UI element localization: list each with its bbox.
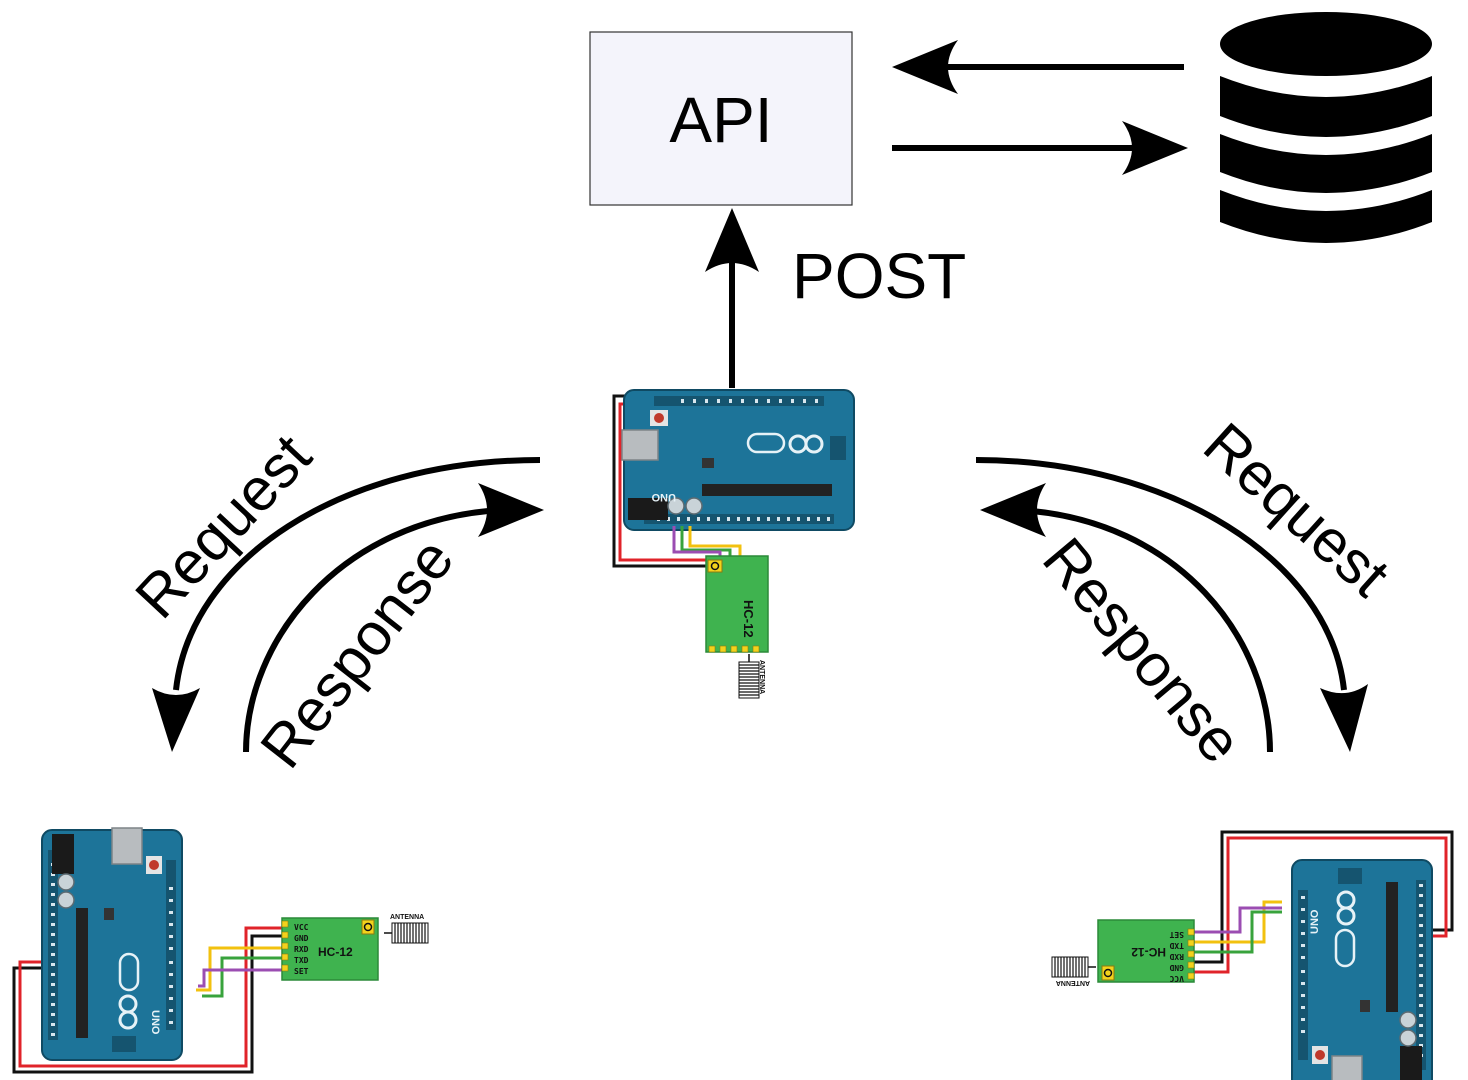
left-pin-txd: TXD — [294, 956, 309, 965]
right-arduino — [1290, 858, 1434, 1080]
left-pin-vcc: VCC — [294, 923, 309, 932]
right-request-label: Request — [1191, 410, 1402, 610]
db-to-api-arrow — [892, 40, 1184, 94]
gateway-arduino — [620, 388, 856, 532]
right-request-arrow — [975, 457, 1368, 752]
api-box — [589, 31, 853, 206]
api-label: API — [669, 84, 772, 156]
gateway-node: UNO HC-12 ANTENNA — [612, 388, 856, 699]
right-response-arrow — [980, 483, 1273, 753]
left-module-pins: VCC GND RXD TXD SET — [294, 923, 309, 976]
database-icon — [1220, 12, 1432, 243]
left-pin-gnd: GND — [294, 934, 309, 943]
right-pin-set: SET — [1169, 930, 1184, 939]
left-board-brand: UNO — [149, 1010, 161, 1035]
gateway-board-brand: UNO — [651, 491, 676, 503]
left-response-label: Response — [247, 526, 466, 780]
right-module-pins: SET TXD RXD GND VCC — [1169, 930, 1184, 983]
right-module-name: HC-12 — [1131, 945, 1166, 959]
right-pin-vcc: VCC — [1169, 974, 1184, 983]
post-arrow — [705, 208, 759, 388]
right-node: UNO SET TXD RXD GND VCC HC-12 ANTENNA — [1051, 830, 1454, 1080]
right-board-brand: UNO — [1309, 909, 1321, 934]
right-response-label: Response — [1030, 525, 1255, 775]
right-antenna-label: ANTENNA — [1056, 979, 1090, 986]
api-node: API — [589, 31, 853, 206]
right-antenna-icon — [1051, 956, 1097, 978]
left-pin-rxd: RXD — [294, 945, 309, 954]
gateway-antenna-icon — [738, 653, 760, 699]
left-response-arrow — [243, 483, 544, 753]
post-label: POST — [792, 240, 966, 312]
left-node: UNO VCC GND RXD TXD SET HC-12 ANTENNA — [12, 826, 429, 1074]
right-pin-rxd: RXD — [1169, 952, 1184, 961]
left-antenna-icon — [383, 922, 429, 944]
right-pin-gnd: GND — [1169, 963, 1184, 972]
left-request-arrow — [152, 457, 541, 752]
left-pin-set: SET — [294, 967, 309, 976]
gateway-antenna-label: ANTENNA — [758, 660, 765, 694]
gateway-module-name: HC-12 — [741, 600, 756, 638]
left-module-name: HC-12 — [318, 945, 353, 959]
right-pin-txd: TXD — [1169, 941, 1184, 950]
left-antenna-label: ANTENNA — [390, 914, 424, 921]
gateway-hc12-module — [705, 555, 769, 653]
api-to-db-arrow — [892, 121, 1188, 175]
